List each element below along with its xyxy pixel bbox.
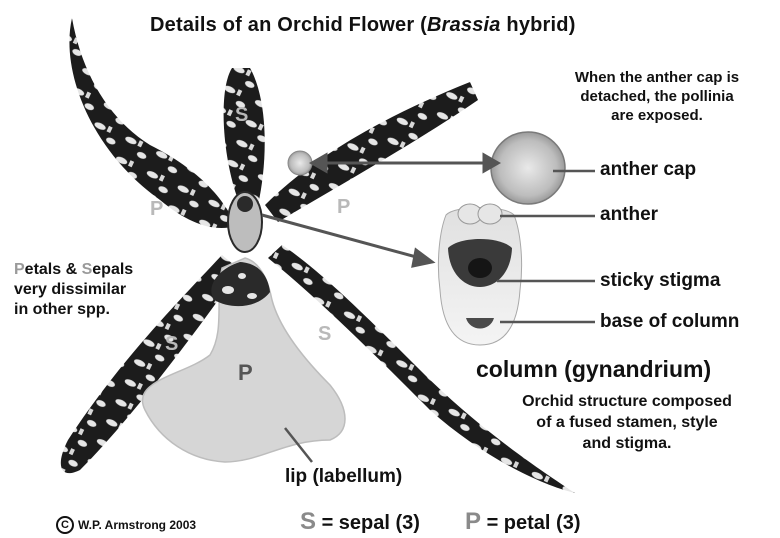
mark-left-petal: P	[150, 198, 163, 221]
column-note: Orchid structure composed of a fused sta…	[487, 391, 767, 454]
legend-petal: P = petal (3)	[465, 508, 581, 536]
dorsal-sepal	[224, 68, 265, 205]
anther-cap-enlarged	[491, 132, 565, 204]
small-anther-cap	[288, 151, 312, 175]
mark-lip-petal: P	[238, 360, 253, 386]
mark-right-petal: P	[337, 196, 350, 219]
label-lip: lip (labellum)	[285, 466, 402, 488]
mark-lower-left-sepal: S	[165, 333, 178, 356]
copyright: C W.P. Armstrong 2003	[56, 516, 196, 534]
label-anther: anther	[600, 204, 658, 226]
label-sticky-stigma: sticky stigma	[600, 270, 720, 292]
mark-lower-right-sepal: S	[318, 323, 331, 346]
label-anther-cap: anther cap	[600, 159, 696, 181]
anther-cap-note: When the anther cap is detached, the pol…	[542, 68, 772, 125]
column-enlarged	[438, 204, 521, 345]
label-base-of-column: base of column	[600, 311, 739, 333]
legend-sepal: S = sepal (3)	[300, 508, 420, 536]
dissimilar-note: Petals & Sepals very dissimilar in other…	[14, 260, 133, 320]
mark-dorsal-sepal: S	[235, 104, 248, 127]
label-column: column (gynandrium)	[476, 356, 711, 383]
upper-left-petal	[69, 18, 236, 228]
diagram-title: Details of an Orchid Flower (Brassia hyb…	[150, 14, 576, 37]
copyright-icon: C	[56, 516, 74, 534]
